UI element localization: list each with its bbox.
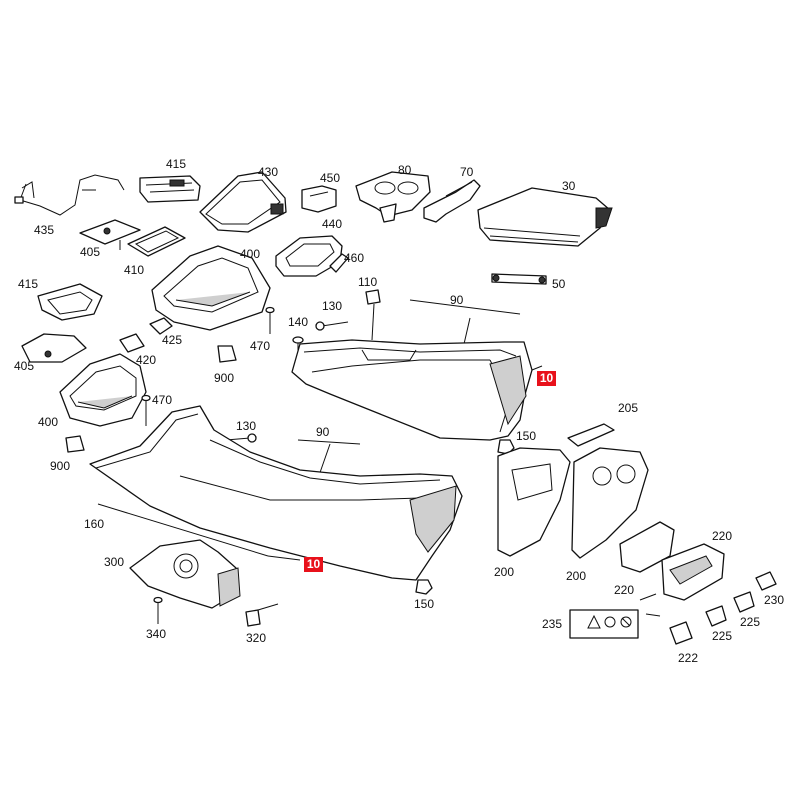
part-415-module-top[interactable] <box>139 175 201 203</box>
part-440-tray[interactable] <box>275 235 343 277</box>
part-460-clip[interactable] <box>329 253 349 273</box>
callout-405-left[interactable]: 405 <box>14 359 35 373</box>
part-225-switch-a[interactable] <box>733 591 755 613</box>
part-900-foam-top[interactable] <box>217 345 237 363</box>
callout-110[interactable]: 110 <box>358 275 378 289</box>
callout-160[interactable]: 160 <box>84 517 105 531</box>
part-150-nut-lower[interactable] <box>415 579 433 595</box>
part-420-switch[interactable] <box>119 333 145 353</box>
part-30-armrest[interactable] <box>477 187 613 247</box>
part-230-switch[interactable] <box>755 571 777 591</box>
part-435-cable[interactable] <box>14 174 125 216</box>
callout-80[interactable]: 80 <box>398 163 412 177</box>
callout-415-bin[interactable]: 415 <box>18 277 39 291</box>
callout-50[interactable]: 50 <box>552 277 566 291</box>
part-410-mat[interactable] <box>127 226 186 257</box>
callout-235[interactable]: 235 <box>542 617 563 631</box>
callout-450[interactable]: 450 <box>320 171 341 185</box>
callout-340[interactable]: 340 <box>146 627 167 641</box>
part-10-console-lower[interactable] <box>89 405 463 581</box>
part-220-panel-right[interactable] <box>661 543 725 601</box>
highlight-callout-10-upper[interactable]: 10 <box>537 371 556 386</box>
callout-225-b[interactable]: 225 <box>712 629 733 643</box>
part-300-mechanism[interactable] <box>129 539 241 609</box>
callout-200-right[interactable]: 200 <box>566 569 587 583</box>
part-400-unit-left[interactable] <box>59 353 147 427</box>
callout-150-lower[interactable]: 150 <box>414 597 435 611</box>
part-90-rod-top[interactable] <box>409 299 521 345</box>
callout-200-left[interactable]: 200 <box>494 565 515 579</box>
leader-lines <box>82 189 661 617</box>
part-70-trim[interactable] <box>423 179 481 223</box>
highlight-callout-10-lower[interactable]: 10 <box>304 557 323 572</box>
callout-430[interactable]: 430 <box>258 165 279 179</box>
callout-420[interactable]: 420 <box>136 353 157 367</box>
part-405-plate-left[interactable] <box>21 333 87 363</box>
part-340-screw[interactable] <box>153 596 163 625</box>
part-220-panel-left[interactable] <box>619 521 675 573</box>
callout-222[interactable]: 222 <box>678 651 699 665</box>
callout-70[interactable]: 70 <box>460 165 474 179</box>
part-470-screw-left[interactable] <box>141 394 151 427</box>
callout-425[interactable]: 425 <box>162 333 183 347</box>
part-400-unit-top[interactable] <box>151 245 271 331</box>
part-470-screw-top[interactable] <box>265 306 275 335</box>
callout-140[interactable]: 140 <box>288 315 309 329</box>
callout-320[interactable]: 320 <box>246 631 267 645</box>
callout-225-a[interactable]: 225 <box>740 615 761 629</box>
warning-triangle-icon <box>587 614 601 629</box>
callout-130-lower[interactable]: 130 <box>236 419 257 433</box>
callout-150-upper[interactable]: 150 <box>516 429 537 443</box>
no-symbol-icon <box>620 616 632 628</box>
part-450-clip[interactable] <box>301 185 337 213</box>
part-425-switch[interactable] <box>149 317 173 335</box>
callout-435[interactable]: 435 <box>34 223 55 237</box>
part-10-console-upper[interactable] <box>291 339 533 441</box>
callout-410[interactable]: 410 <box>124 263 145 277</box>
callout-440[interactable]: 440 <box>322 217 343 231</box>
callout-400-top[interactable]: 400 <box>240 247 261 261</box>
callout-90-top[interactable]: 90 <box>450 293 464 307</box>
part-320-connector[interactable] <box>245 603 279 627</box>
part-205-cover[interactable] <box>567 423 615 447</box>
callout-470-top[interactable]: 470 <box>250 339 271 353</box>
airbag-warning-icon <box>604 616 616 628</box>
callout-900-left[interactable]: 900 <box>50 459 71 473</box>
part-225-switch-b[interactable] <box>705 605 727 627</box>
part-235-label[interactable] <box>569 609 639 639</box>
callout-415-top[interactable]: 415 <box>166 157 187 171</box>
callout-405-top[interactable]: 405 <box>80 245 101 259</box>
callout-460[interactable]: 460 <box>344 251 365 265</box>
callout-230[interactable]: 230 <box>764 593 785 607</box>
callout-220-right[interactable]: 220 <box>712 529 733 543</box>
callout-900-top[interactable]: 900 <box>214 371 235 385</box>
callout-30[interactable]: 30 <box>562 179 576 193</box>
part-80-cupholder[interactable] <box>355 171 431 223</box>
part-130-screw-top[interactable] <box>315 321 349 331</box>
part-430-cover[interactable] <box>199 171 287 233</box>
part-50-bar[interactable] <box>491 273 547 285</box>
callout-90-lower[interactable]: 90 <box>316 425 330 439</box>
callout-205[interactable]: 205 <box>618 401 639 415</box>
callout-130-top[interactable]: 130 <box>322 299 343 313</box>
part-900-foam-left[interactable] <box>65 435 85 453</box>
callout-470-left[interactable]: 470 <box>152 393 173 407</box>
part-200-bezel-right[interactable] <box>571 447 649 559</box>
part-415-bin[interactable] <box>37 283 103 321</box>
part-160-strip[interactable] <box>97 503 269 557</box>
part-222-switch[interactable] <box>669 621 693 645</box>
callout-220-left[interactable]: 220 <box>614 583 635 597</box>
part-200-bezel-left[interactable] <box>497 447 571 557</box>
callout-400-left[interactable]: 400 <box>38 415 59 429</box>
part-405-plate-top[interactable] <box>79 219 141 245</box>
part-110-clip[interactable] <box>365 289 381 341</box>
callout-300[interactable]: 300 <box>104 555 125 569</box>
